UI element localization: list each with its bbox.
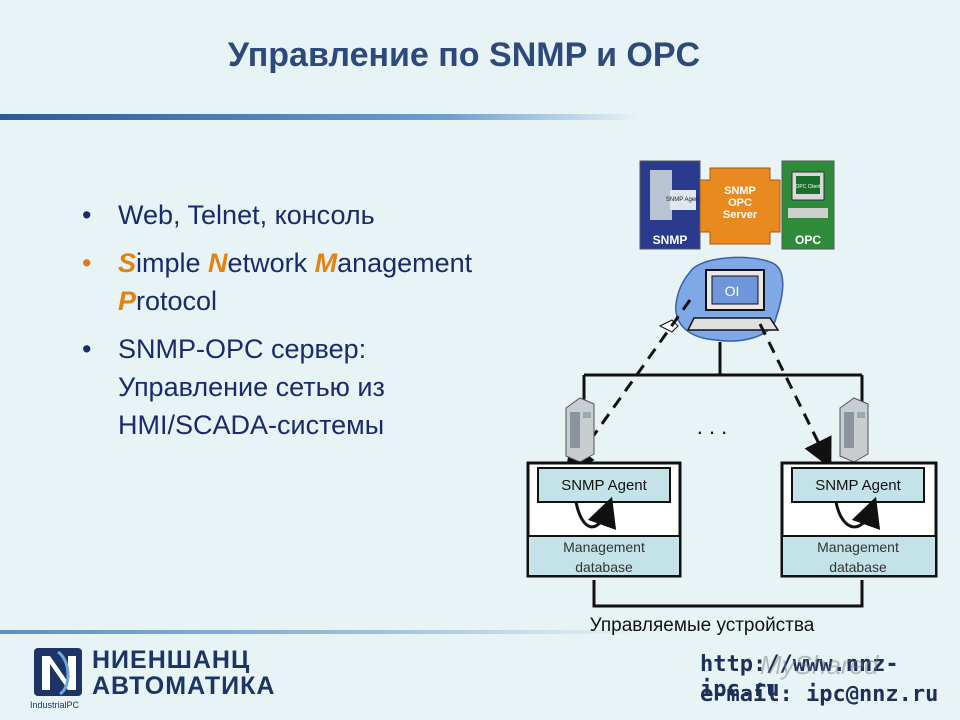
- snmp-agent-label-left: SNMP Agent: [561, 477, 647, 494]
- network-bus: [584, 342, 862, 420]
- dashed-arrow-right: [760, 324, 826, 458]
- managed-device-right: SNMP Agent Management database: [782, 463, 936, 576]
- bullet-item-1: •Web, Telnet, консоль: [82, 196, 562, 234]
- server-label-2: OPC: [728, 197, 752, 209]
- opc-logo-label: OPC: [795, 233, 821, 247]
- device-icon-right: [840, 398, 868, 462]
- server-label-1: SNMP: [724, 185, 756, 197]
- mgmt-db-label-left-2: database: [575, 559, 633, 575]
- company-name-line2: АВТОМАТИКА: [92, 672, 275, 701]
- ellipsis: . . .: [697, 414, 728, 439]
- snmp-agent-label-right: SNMP Agent: [815, 477, 901, 494]
- top-divider: [0, 114, 640, 120]
- company-name-line1: НИЕНШАНЦ: [92, 646, 250, 675]
- oi-label: OI: [725, 283, 740, 299]
- mgmt-db-label-right-1: Management: [817, 539, 899, 555]
- bottom-divider: [0, 630, 640, 634]
- snmp-logo-icon: SNMP Agent SNMP: [640, 161, 700, 249]
- server-logo-icon: SNMP OPC Server: [700, 168, 780, 244]
- device-icon-left: [566, 398, 594, 462]
- snmp-logo-label: SNMP: [653, 233, 688, 247]
- snmp-agent-mini-label: SNMP Agent: [666, 197, 701, 203]
- bullet-text-1: Web, Telnet, консоль: [118, 200, 375, 230]
- company-tagline: IndustrialPC: [30, 700, 79, 710]
- email-link[interactable]: e-mail: ipc@nnz.ru: [700, 682, 938, 707]
- mgmt-db-label-right-2: database: [829, 559, 887, 575]
- managed-devices-label: Управляемые устройства: [590, 615, 815, 636]
- opc-logo-icon: OPC Client OPC: [782, 161, 834, 249]
- bullet-list: •Web, Telnet, консоль •Simple Network Ma…: [82, 196, 562, 454]
- computer-icon: OI: [660, 257, 783, 341]
- company-logo-icon: [34, 648, 82, 696]
- devices-bracket: [594, 580, 862, 606]
- mgmt-db-label-left-1: Management: [563, 539, 645, 555]
- server-label-3: Server: [723, 209, 758, 221]
- opc-client-mini-label: OPC Client: [795, 184, 821, 190]
- watermark: MyShared: [760, 650, 879, 681]
- managed-device-left: SNMP Agent Management database: [528, 463, 680, 576]
